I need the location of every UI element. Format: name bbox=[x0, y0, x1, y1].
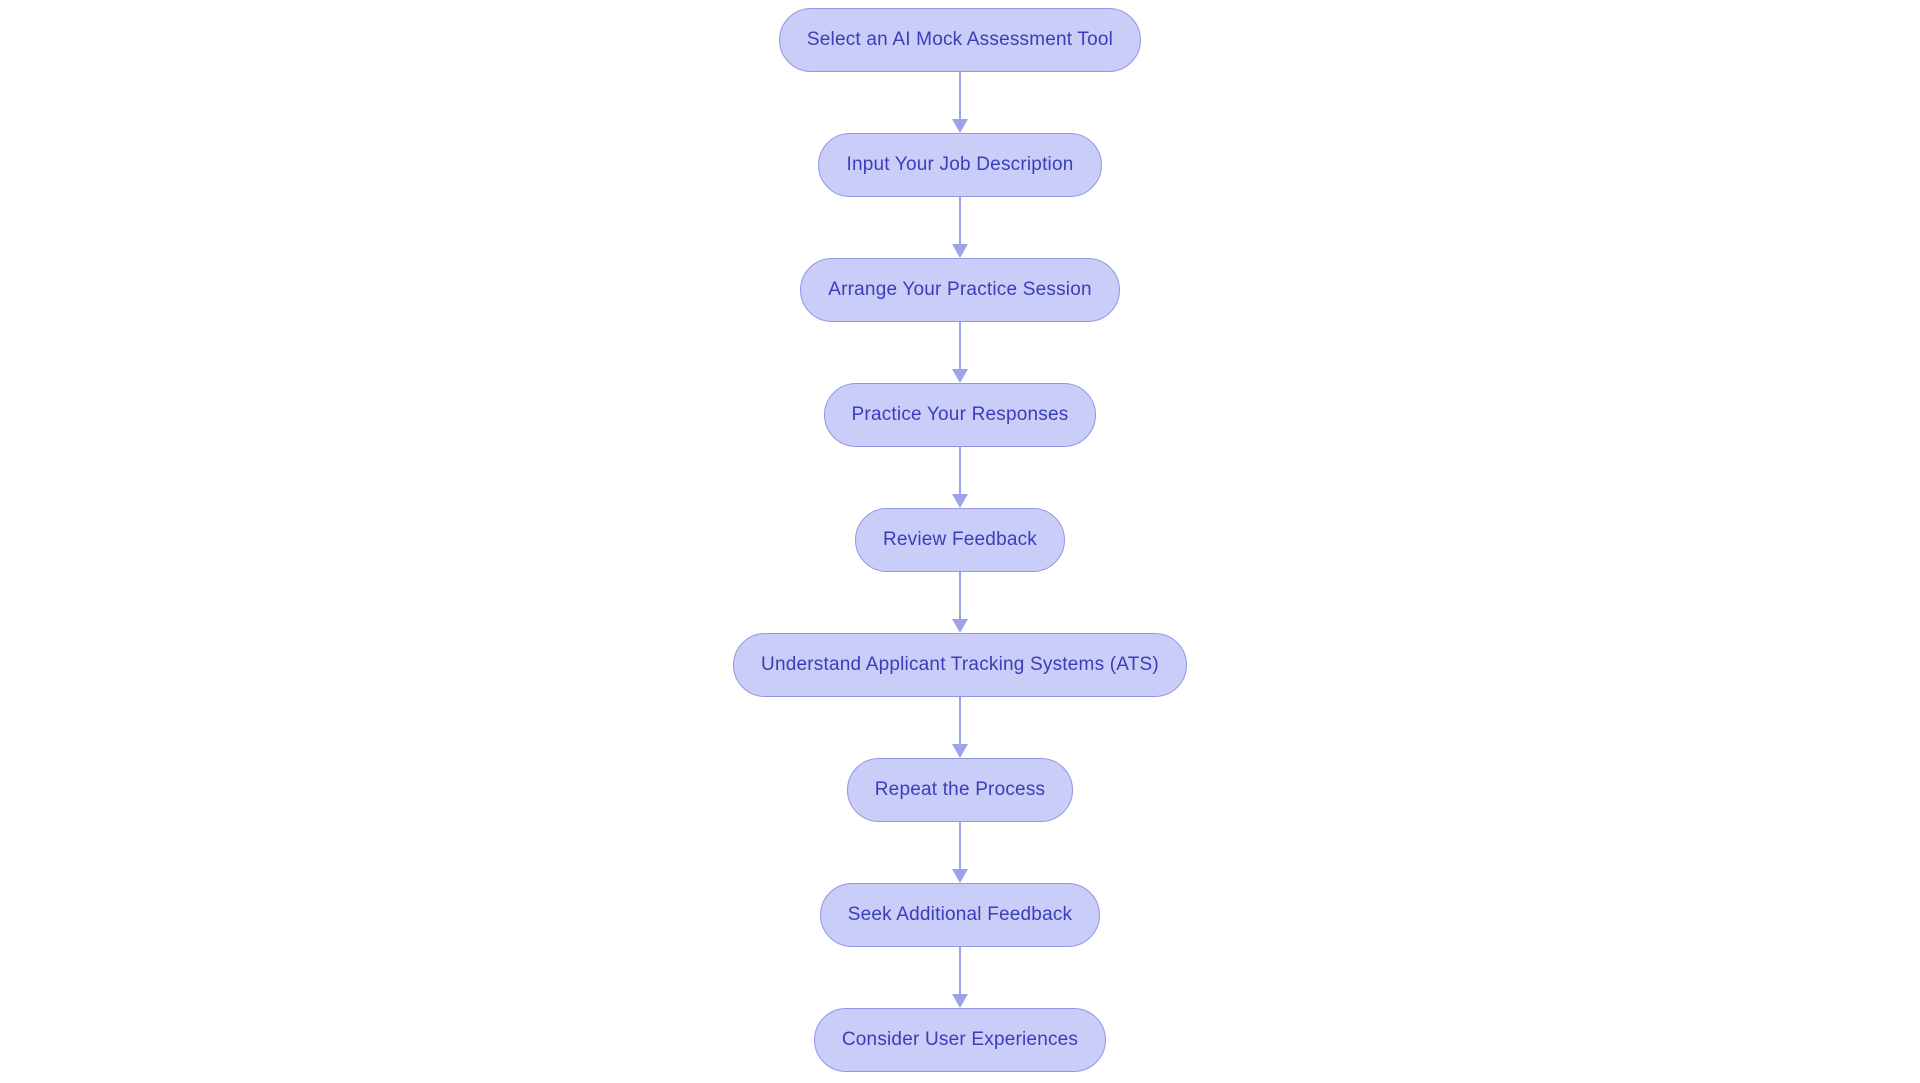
flow-node-label: Seek Additional Feedback bbox=[847, 904, 1073, 925]
arrow-stem bbox=[959, 447, 961, 494]
flow-node-label: Consider User Experiences bbox=[841, 1029, 1079, 1050]
arrow-head-icon bbox=[952, 494, 968, 508]
flow-arrow-n8-n9 bbox=[952, 947, 968, 1008]
arrow-stem bbox=[959, 322, 961, 369]
flow-arrow-n6-n7 bbox=[952, 697, 968, 758]
arrow-head-icon bbox=[952, 744, 968, 758]
flow-node-n7: Repeat the Process bbox=[846, 758, 1074, 822]
arrow-stem bbox=[959, 197, 961, 244]
arrow-stem bbox=[959, 947, 961, 994]
arrow-stem bbox=[959, 572, 961, 619]
arrow-stem bbox=[959, 697, 961, 744]
flow-node-n2: Input Your Job Description bbox=[818, 133, 1102, 197]
flow-node-label: Understand Applicant Tracking Systems (A… bbox=[761, 654, 1159, 675]
flow-arrow-n5-n6 bbox=[952, 572, 968, 633]
flow-arrow-n7-n8 bbox=[952, 822, 968, 883]
arrow-head-icon bbox=[952, 619, 968, 633]
arrow-head-icon bbox=[952, 369, 968, 383]
arrow-head-icon bbox=[952, 119, 968, 133]
arrow-head-icon bbox=[952, 994, 968, 1008]
flow-arrow-n4-n5 bbox=[952, 447, 968, 508]
flow-node-label: Input Your Job Description bbox=[846, 154, 1074, 175]
flow-node-n9: Consider User Experiences bbox=[813, 1008, 1107, 1072]
arrow-stem bbox=[959, 822, 961, 869]
flow-node-n4: Practice Your Responses bbox=[823, 383, 1097, 447]
flow-node-label: Practice Your Responses bbox=[851, 404, 1069, 425]
arrow-head-icon bbox=[952, 244, 968, 258]
flow-arrow-n1-n2 bbox=[952, 72, 968, 133]
arrow-head-icon bbox=[952, 869, 968, 883]
flow-node-n1: Select an AI Mock Assessment Tool bbox=[778, 8, 1142, 72]
arrow-stem bbox=[959, 72, 961, 119]
flow-node-n3: Arrange Your Practice Session bbox=[800, 258, 1120, 322]
flow-arrow-n2-n3 bbox=[952, 197, 968, 258]
flow-node-label: Arrange Your Practice Session bbox=[828, 279, 1092, 300]
flow-node-n8: Seek Additional Feedback bbox=[819, 883, 1101, 947]
flow-node-label: Repeat the Process bbox=[874, 779, 1046, 800]
flow-node-label: Select an AI Mock Assessment Tool bbox=[806, 29, 1114, 50]
flow-node-label: Review Feedback bbox=[882, 529, 1038, 550]
flow-node-n6: Understand Applicant Tracking Systems (A… bbox=[733, 633, 1187, 697]
flow-arrow-n3-n4 bbox=[952, 322, 968, 383]
flow-node-n5: Review Feedback bbox=[854, 508, 1066, 572]
